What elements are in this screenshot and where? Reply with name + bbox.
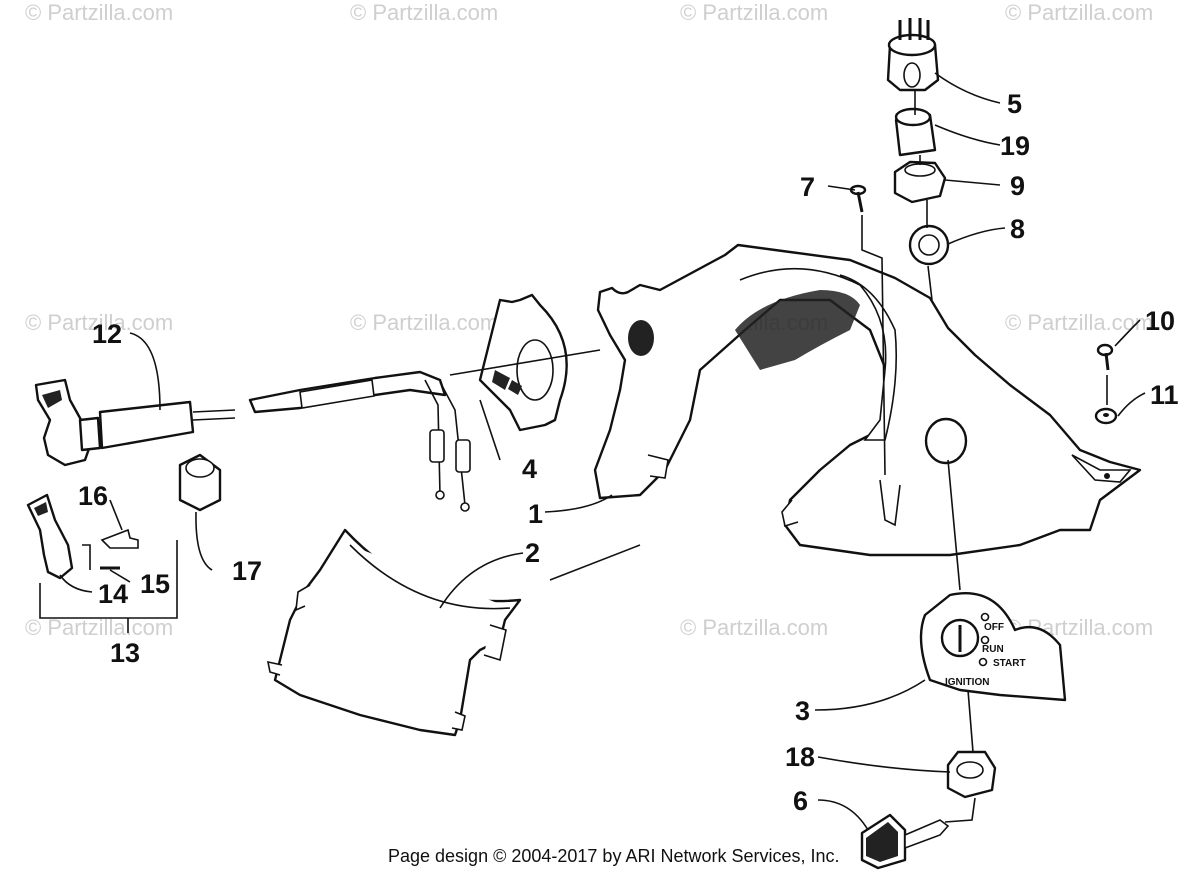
ignition-plate-part-3[interactable]: OFF RUN START IGNITION xyxy=(919,592,1067,702)
switch-part-5[interactable] xyxy=(886,18,940,92)
decal-run: RUN xyxy=(982,644,1004,655)
watermark: © Partzilla.com xyxy=(25,0,173,25)
watermark: © Partzilla.com xyxy=(680,0,828,25)
lock-washer-part-8[interactable] xyxy=(908,224,950,266)
callout-labels: 1 2 3 4 5 6 7 8 9 10 11 12 13 14 15 16 1… xyxy=(78,89,1179,816)
pawl-part-16[interactable] xyxy=(100,528,139,549)
callout-3: 3 xyxy=(795,696,810,726)
decal-start: START xyxy=(993,658,1026,669)
watermark: © Partzilla.com xyxy=(350,310,498,335)
console-housing-part-1[interactable] xyxy=(593,243,1142,557)
watermark: © Partzilla.com xyxy=(25,310,173,335)
choke-cable-part-12[interactable] xyxy=(34,370,471,512)
washer-part-11[interactable] xyxy=(1094,407,1118,425)
callout-15: 15 xyxy=(140,569,170,599)
watermark: © Partzilla.com xyxy=(350,0,498,25)
footer-copyright: Page design © 2004-2017 by ARI Network S… xyxy=(388,846,840,866)
callout-5: 5 xyxy=(1007,89,1022,119)
callout-13: 13 xyxy=(110,638,140,668)
callout-17: 17 xyxy=(232,556,262,586)
callout-11: 11 xyxy=(1150,380,1179,410)
callout-19: 19 xyxy=(1000,131,1030,161)
nut-part-9[interactable] xyxy=(893,160,947,204)
decal-off: OFF xyxy=(984,622,1004,633)
callout-1: 1 xyxy=(528,499,543,529)
watermark: © Partzilla.com xyxy=(1005,310,1153,335)
watermark: © Partzilla.com xyxy=(25,615,173,640)
jam-nut-part-17[interactable] xyxy=(178,453,222,512)
callout-18: 18 xyxy=(785,742,815,772)
callout-2: 2 xyxy=(525,538,540,568)
watermark: © Partzilla.com xyxy=(680,615,828,640)
decal-title: IGNITION xyxy=(945,677,989,688)
callout-16: 16 xyxy=(78,481,108,511)
nut-part-18[interactable] xyxy=(946,750,997,799)
lever-kit-part-13[interactable] xyxy=(26,493,139,580)
screw-part-10[interactable] xyxy=(1096,343,1114,371)
callout-10: 10 xyxy=(1145,306,1175,336)
callout-8: 8 xyxy=(1010,214,1025,244)
callout-9: 9 xyxy=(1010,171,1025,201)
callout-6: 6 xyxy=(793,786,808,816)
callout-14: 14 xyxy=(98,579,128,609)
leader-lines xyxy=(39,72,1146,831)
bushing-part-19[interactable] xyxy=(894,107,937,157)
watermark: © Partzilla.com xyxy=(1005,0,1153,25)
callout-7: 7 xyxy=(800,172,815,202)
lever-part-14[interactable] xyxy=(26,493,74,580)
key-part-6[interactable] xyxy=(860,813,950,870)
lower-cover-part-2[interactable] xyxy=(266,528,522,737)
callout-4: 4 xyxy=(522,454,537,484)
callout-12: 12 xyxy=(92,319,122,349)
